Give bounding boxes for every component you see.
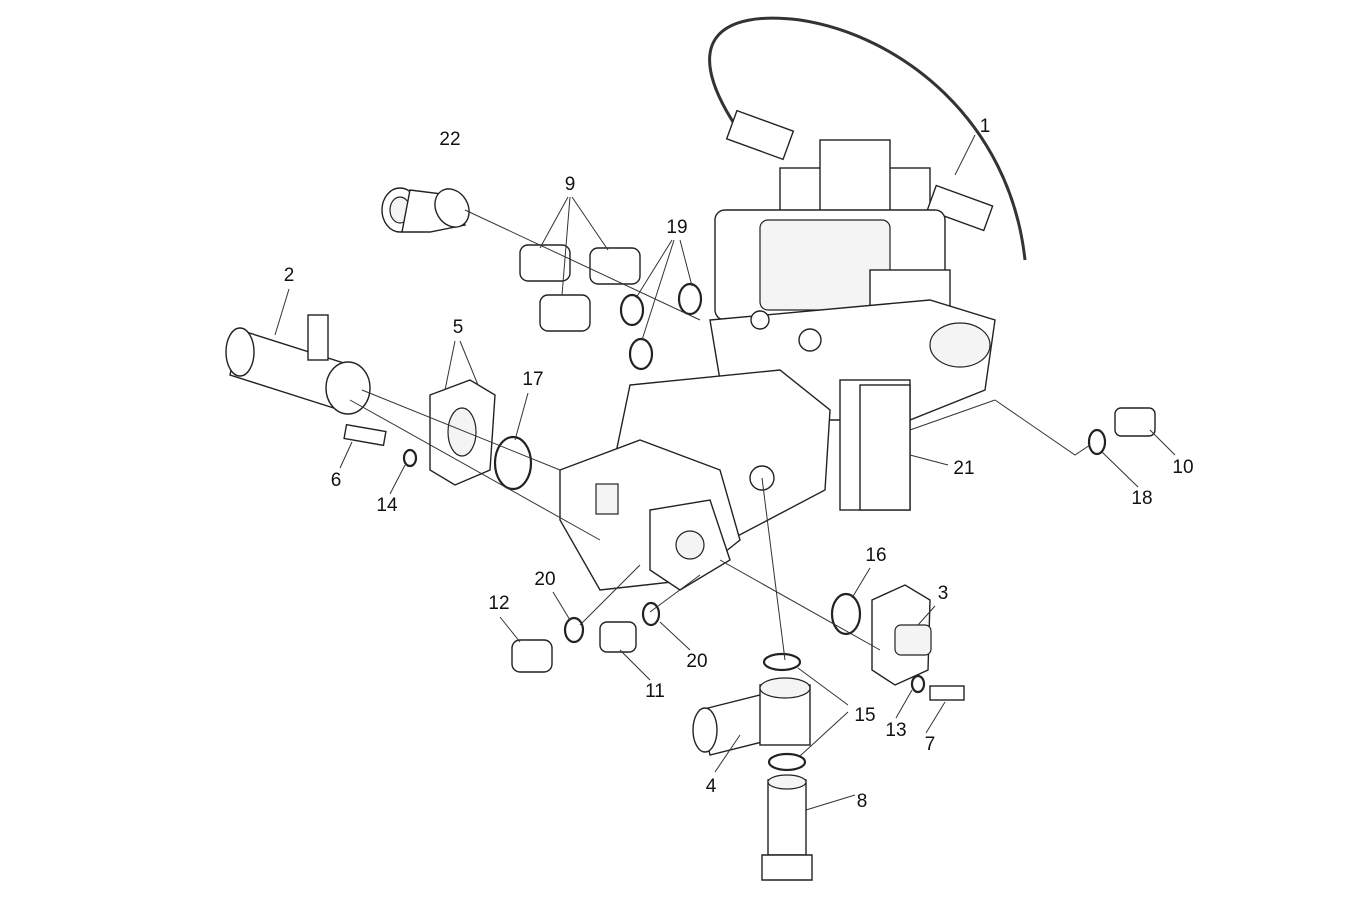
bolt-6 bbox=[343, 423, 387, 447]
fittings-9 bbox=[519, 244, 641, 332]
callout-1: 1 bbox=[980, 116, 991, 137]
callout-5: 5 bbox=[453, 317, 464, 338]
callout-17: 17 bbox=[522, 369, 543, 390]
callout-7: 7 bbox=[925, 734, 936, 755]
o-ring-18 bbox=[1087, 428, 1107, 456]
callout-10: 10 bbox=[1172, 457, 1193, 478]
callout-20: 20 bbox=[534, 569, 555, 590]
callout-2: 2 bbox=[284, 265, 295, 286]
flange-3-port bbox=[894, 624, 932, 656]
callout-21: 21 bbox=[953, 458, 974, 479]
o-ring-20 bbox=[641, 601, 661, 627]
o-ring-15 bbox=[762, 652, 802, 672]
callout-14: 14 bbox=[376, 495, 398, 516]
callout-9: 9 bbox=[565, 174, 576, 195]
callout-11: 11 bbox=[645, 681, 665, 702]
o-ring-17 bbox=[493, 435, 533, 491]
banjo-bolt-8 bbox=[761, 774, 813, 881]
o-ring-19 bbox=[619, 293, 645, 327]
fitting-12 bbox=[511, 639, 553, 673]
elbow-pipe-4 bbox=[692, 677, 811, 756]
callout-8: 8 bbox=[857, 791, 868, 812]
callout-12: 12 bbox=[488, 593, 509, 614]
fitting-11 bbox=[599, 621, 637, 653]
washer-13 bbox=[910, 674, 926, 694]
o-ring-15 bbox=[767, 752, 807, 772]
callout-4: 4 bbox=[706, 776, 717, 797]
o-ring-20 bbox=[563, 616, 585, 644]
o-ring-16 bbox=[830, 592, 862, 636]
block-21 bbox=[859, 384, 911, 511]
callout-22: 22 bbox=[439, 129, 460, 150]
callout-16: 16 bbox=[865, 545, 886, 566]
o-ring-19 bbox=[628, 337, 654, 371]
callout-18: 18 bbox=[1131, 488, 1152, 509]
fitting-10 bbox=[1114, 407, 1156, 437]
control-valve bbox=[714, 109, 994, 341]
flange-5-bore bbox=[447, 407, 477, 457]
o-ring-19 bbox=[677, 282, 703, 316]
callout-15: 15 bbox=[854, 705, 875, 726]
leader-lines bbox=[274, 134, 1176, 811]
pump-housing bbox=[559, 299, 996, 591]
callout-13: 13 bbox=[885, 720, 906, 741]
callout-6: 6 bbox=[331, 470, 342, 491]
elbow-fitting-22 bbox=[381, 187, 470, 233]
callout-3: 3 bbox=[938, 583, 949, 604]
callout-20: 20 bbox=[686, 651, 707, 672]
cable-part-1 bbox=[708, 16, 1027, 261]
washer-14 bbox=[402, 448, 418, 468]
callout-19: 19 bbox=[666, 217, 687, 238]
bolt-7 bbox=[929, 685, 965, 701]
tee-pipe-2 bbox=[225, 314, 371, 415]
